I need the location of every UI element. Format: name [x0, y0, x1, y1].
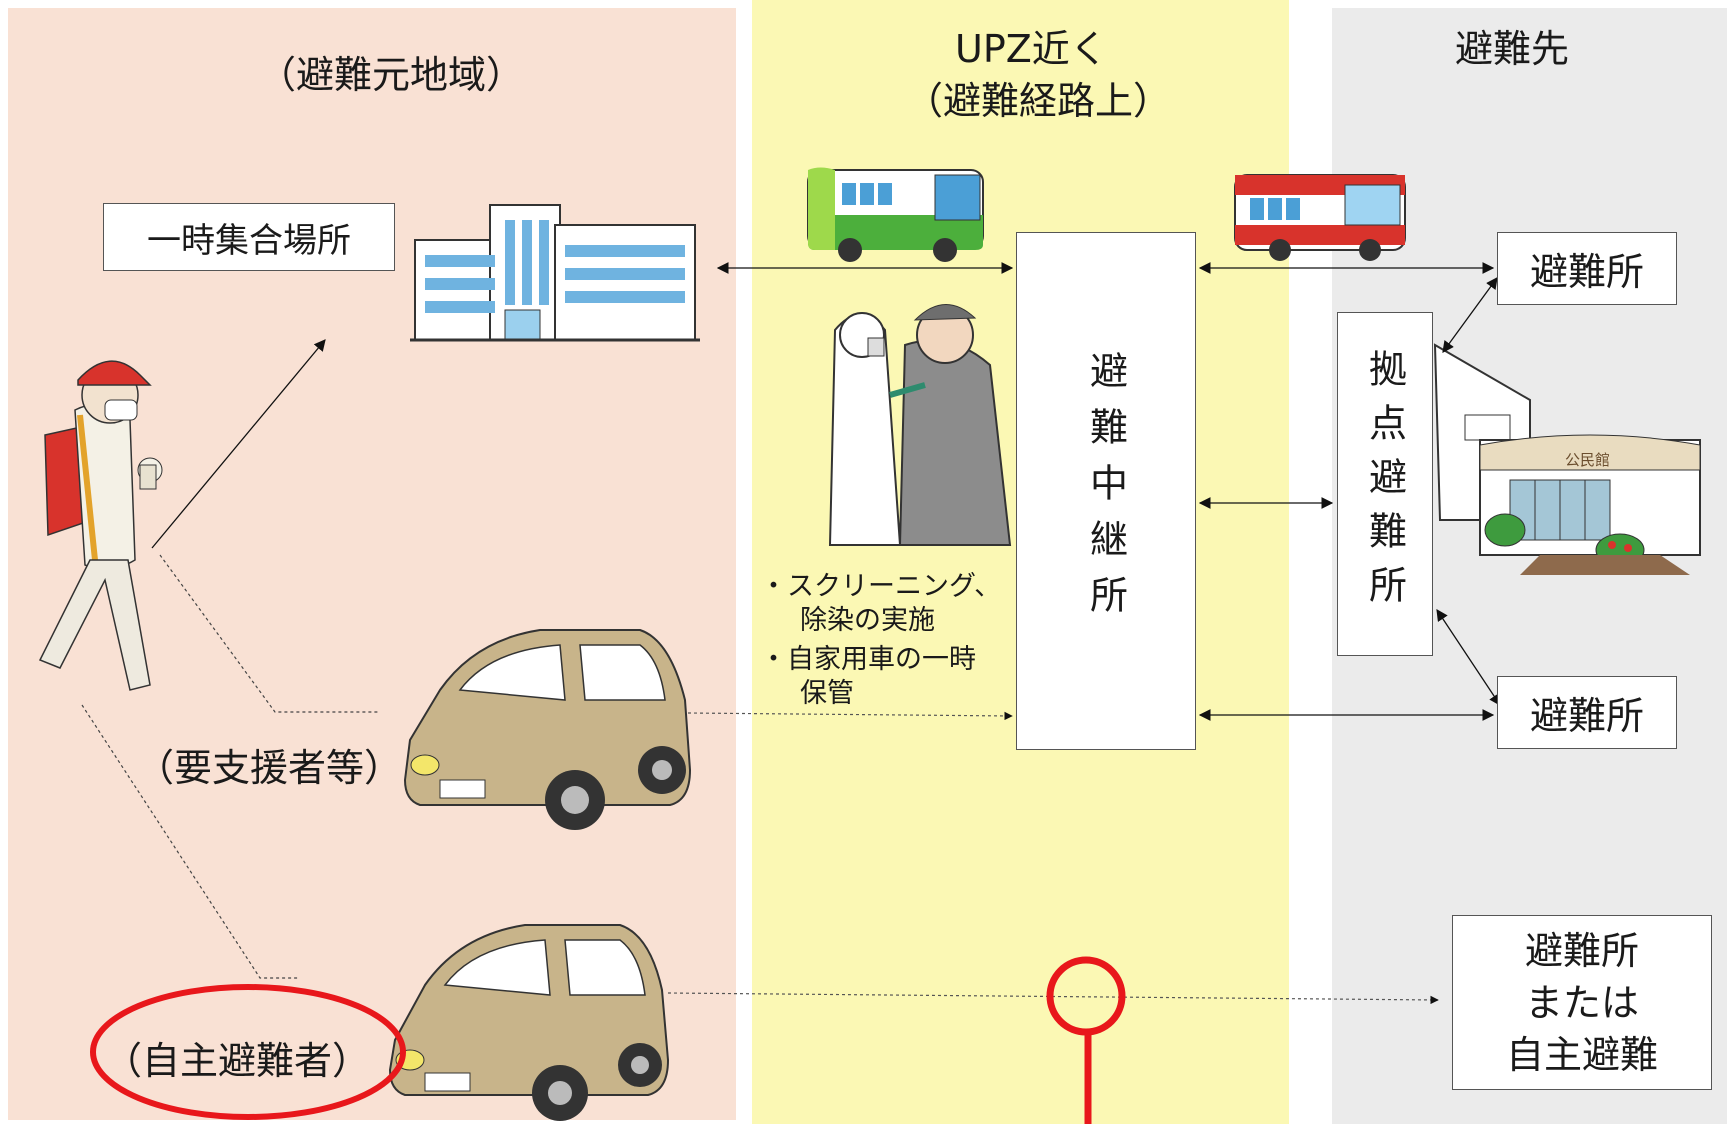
relay-station-label: 避難中継所 [1083, 351, 1128, 631]
base-shelter-box: 拠点避難所 [1337, 312, 1433, 656]
screening-workers-illustration [828, 304, 1012, 546]
temporary-assembly-label: 一時集合場所 [147, 220, 351, 261]
final-destination-line2: または [1524, 980, 1639, 1025]
community-hall-illustration [1433, 343, 1701, 575]
origin-area-header: （避難元地域） [258, 53, 525, 97]
base-shelter-label: 拠点避難所 [1362, 349, 1407, 619]
shelter-bottom-label: 避難所 [1529, 694, 1644, 738]
green-bus-illustration [807, 167, 984, 262]
red-bus-illustration [1234, 174, 1406, 261]
voluntary-highlight-ellipse [90, 984, 406, 1120]
car-support-needed-illustration [403, 629, 692, 830]
car-voluntary-illustration [388, 924, 670, 1121]
screening-note-line2: 除染の実施 [800, 605, 935, 636]
destination-area-header: 避難先 [1455, 27, 1570, 71]
screening-note-line1: ・スクリーニング、 [760, 571, 1002, 602]
parking-note-line1: ・自家用車の一時 [760, 644, 976, 675]
route-area-header-line2: （避難経路上） [905, 79, 1172, 123]
shelter-box-top: 避難所 [1497, 232, 1677, 305]
final-destination-box: 避難所 または 自主避難 [1452, 915, 1712, 1090]
route-area-header-line1: UPZ近く [955, 27, 1108, 71]
parking-note-line2: 保管 [800, 678, 854, 709]
final-destination-line3: 自主避難 [1505, 1032, 1658, 1077]
relay-station-box: 避難中継所 [1016, 232, 1196, 750]
shelter-top-label: 避難所 [1529, 250, 1644, 294]
evacuee-person-illustration [38, 360, 163, 691]
shelter-box-bottom: 避難所 [1497, 676, 1677, 749]
final-destination-line1: 避難所 [1524, 928, 1639, 973]
support-needed-label: （要支援者等） [136, 746, 403, 790]
community-hall-sign: 公民館 [1565, 451, 1611, 469]
temporary-assembly-box: 一時集合場所 [103, 203, 395, 271]
assembly-building-illustration [410, 204, 700, 342]
voluntary-evacuee-label: （自主避難者） [104, 1039, 371, 1083]
